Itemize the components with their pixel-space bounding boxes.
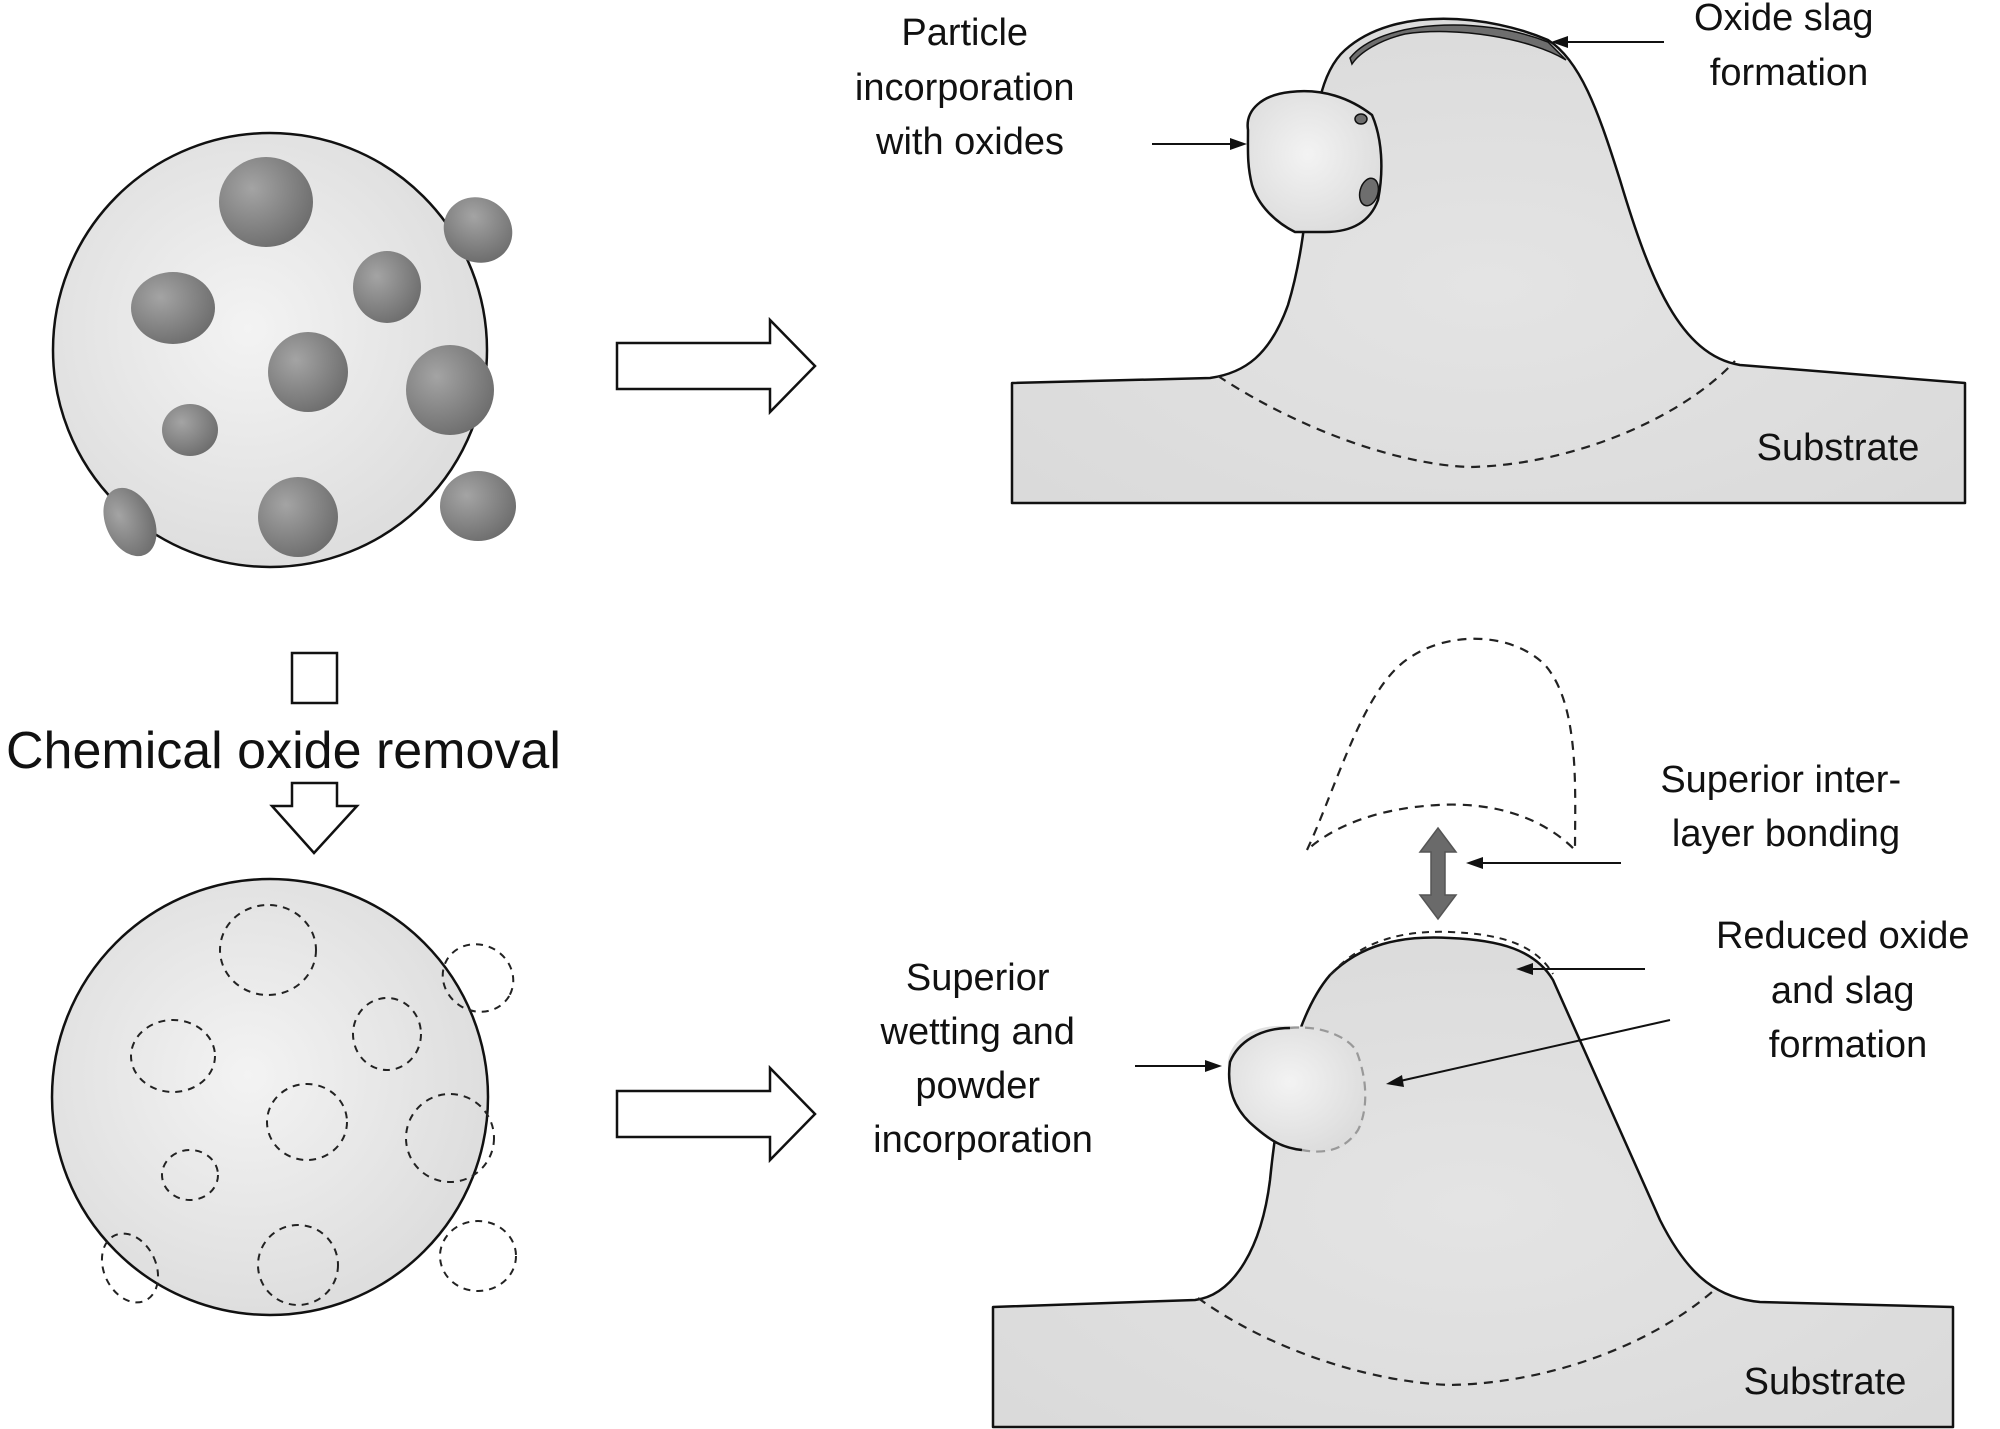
label-oxide-slag: Oxide slag formation: [1694, 0, 1884, 94]
oxide-spot: [443, 197, 513, 263]
oxide-inclusion: [1354, 113, 1368, 125]
leader-reduced-oxide-particle: [1399, 1019, 1671, 1082]
leader-arrowhead: [1551, 36, 1568, 48]
oxide-spot: [103, 487, 157, 557]
oxide-inclusion: [1358, 177, 1380, 207]
removed-oxide-site: [219, 904, 317, 996]
label-superior-interlayer: Superior inter- layer bonding: [1660, 759, 1911, 855]
removed-oxide-site: [257, 1224, 339, 1306]
label-reduced-oxide: Reduced oxide and slag formation: [1716, 915, 1980, 1066]
oxide-spot: [131, 272, 215, 344]
removed-oxide-site: [439, 1220, 517, 1292]
process-arrow-down: [290, 651, 339, 705]
fusion-boundary-bottom: [1197, 1291, 1713, 1387]
double-arrow-shape: [1418, 826, 1458, 921]
oxidized-powder-particle: [51, 131, 516, 569]
label-chemical-oxide-removal: Chemical oxide removal: [6, 722, 561, 780]
substrate-block-bottom: [991, 936, 1955, 1429]
label-substrate-bottom: Substrate: [1744, 1361, 1907, 1403]
removed-oxide-site: [405, 1093, 495, 1183]
oxide-spot: [258, 477, 338, 557]
leader-arrowhead: [1466, 857, 1483, 869]
process-arrow-down-head: [269, 781, 360, 855]
next-layer-outline: [1306, 637, 1577, 853]
removed-oxide-site: [130, 1019, 216, 1093]
process-arrow-top: [615, 316, 817, 416]
cleaned-powder-particle: [50, 877, 517, 1317]
oxide-spot: [406, 345, 494, 435]
deposit-bead-with-oxides: [1010, 17, 1967, 505]
removed-oxide-sites: [100, 904, 517, 1306]
dissolved-particle-boundary: [1289, 1026, 1367, 1153]
leader-arrowhead: [1516, 963, 1533, 975]
double-arrow: [1418, 826, 1458, 921]
label-particle-incorporation: Particle incorporation with oxides: [855, 12, 1085, 163]
reduced-slag-outline: [1329, 930, 1554, 976]
attached-particle-edge: [1227, 1026, 1303, 1152]
removed-oxide-site: [441, 943, 515, 1013]
label-superior-wetting: Superior wetting and powder incorporatio…: [873, 957, 1093, 1161]
leader-arrowhead: [1205, 1060, 1222, 1072]
leader-arrowhead: [1230, 138, 1247, 150]
oxide-spot: [162, 404, 218, 456]
oxide-spot: [440, 471, 516, 541]
fusion-boundary-top: [1217, 360, 1736, 469]
oxide-spot: [353, 251, 421, 323]
oxide-spot: [219, 157, 313, 247]
removed-oxide-site: [352, 997, 422, 1071]
attached-particle-bottom: [1227, 1025, 1366, 1152]
removed-oxide-site: [161, 1149, 219, 1201]
oxide-spot: [268, 332, 348, 412]
deposit-bead-clean: [991, 637, 1955, 1429]
oxide-spots: [103, 157, 516, 557]
label-substrate-top: Substrate: [1757, 427, 1920, 469]
process-arrow-bottom: [615, 1064, 817, 1164]
attached-particle-top: [1246, 89, 1383, 234]
substrate-block-top: [1010, 17, 1967, 505]
removed-oxide-site: [100, 1232, 160, 1304]
leader-arrowhead: [1386, 1075, 1404, 1087]
removed-oxide-site: [266, 1083, 348, 1161]
oxide-slag-layer: [1349, 24, 1567, 66]
